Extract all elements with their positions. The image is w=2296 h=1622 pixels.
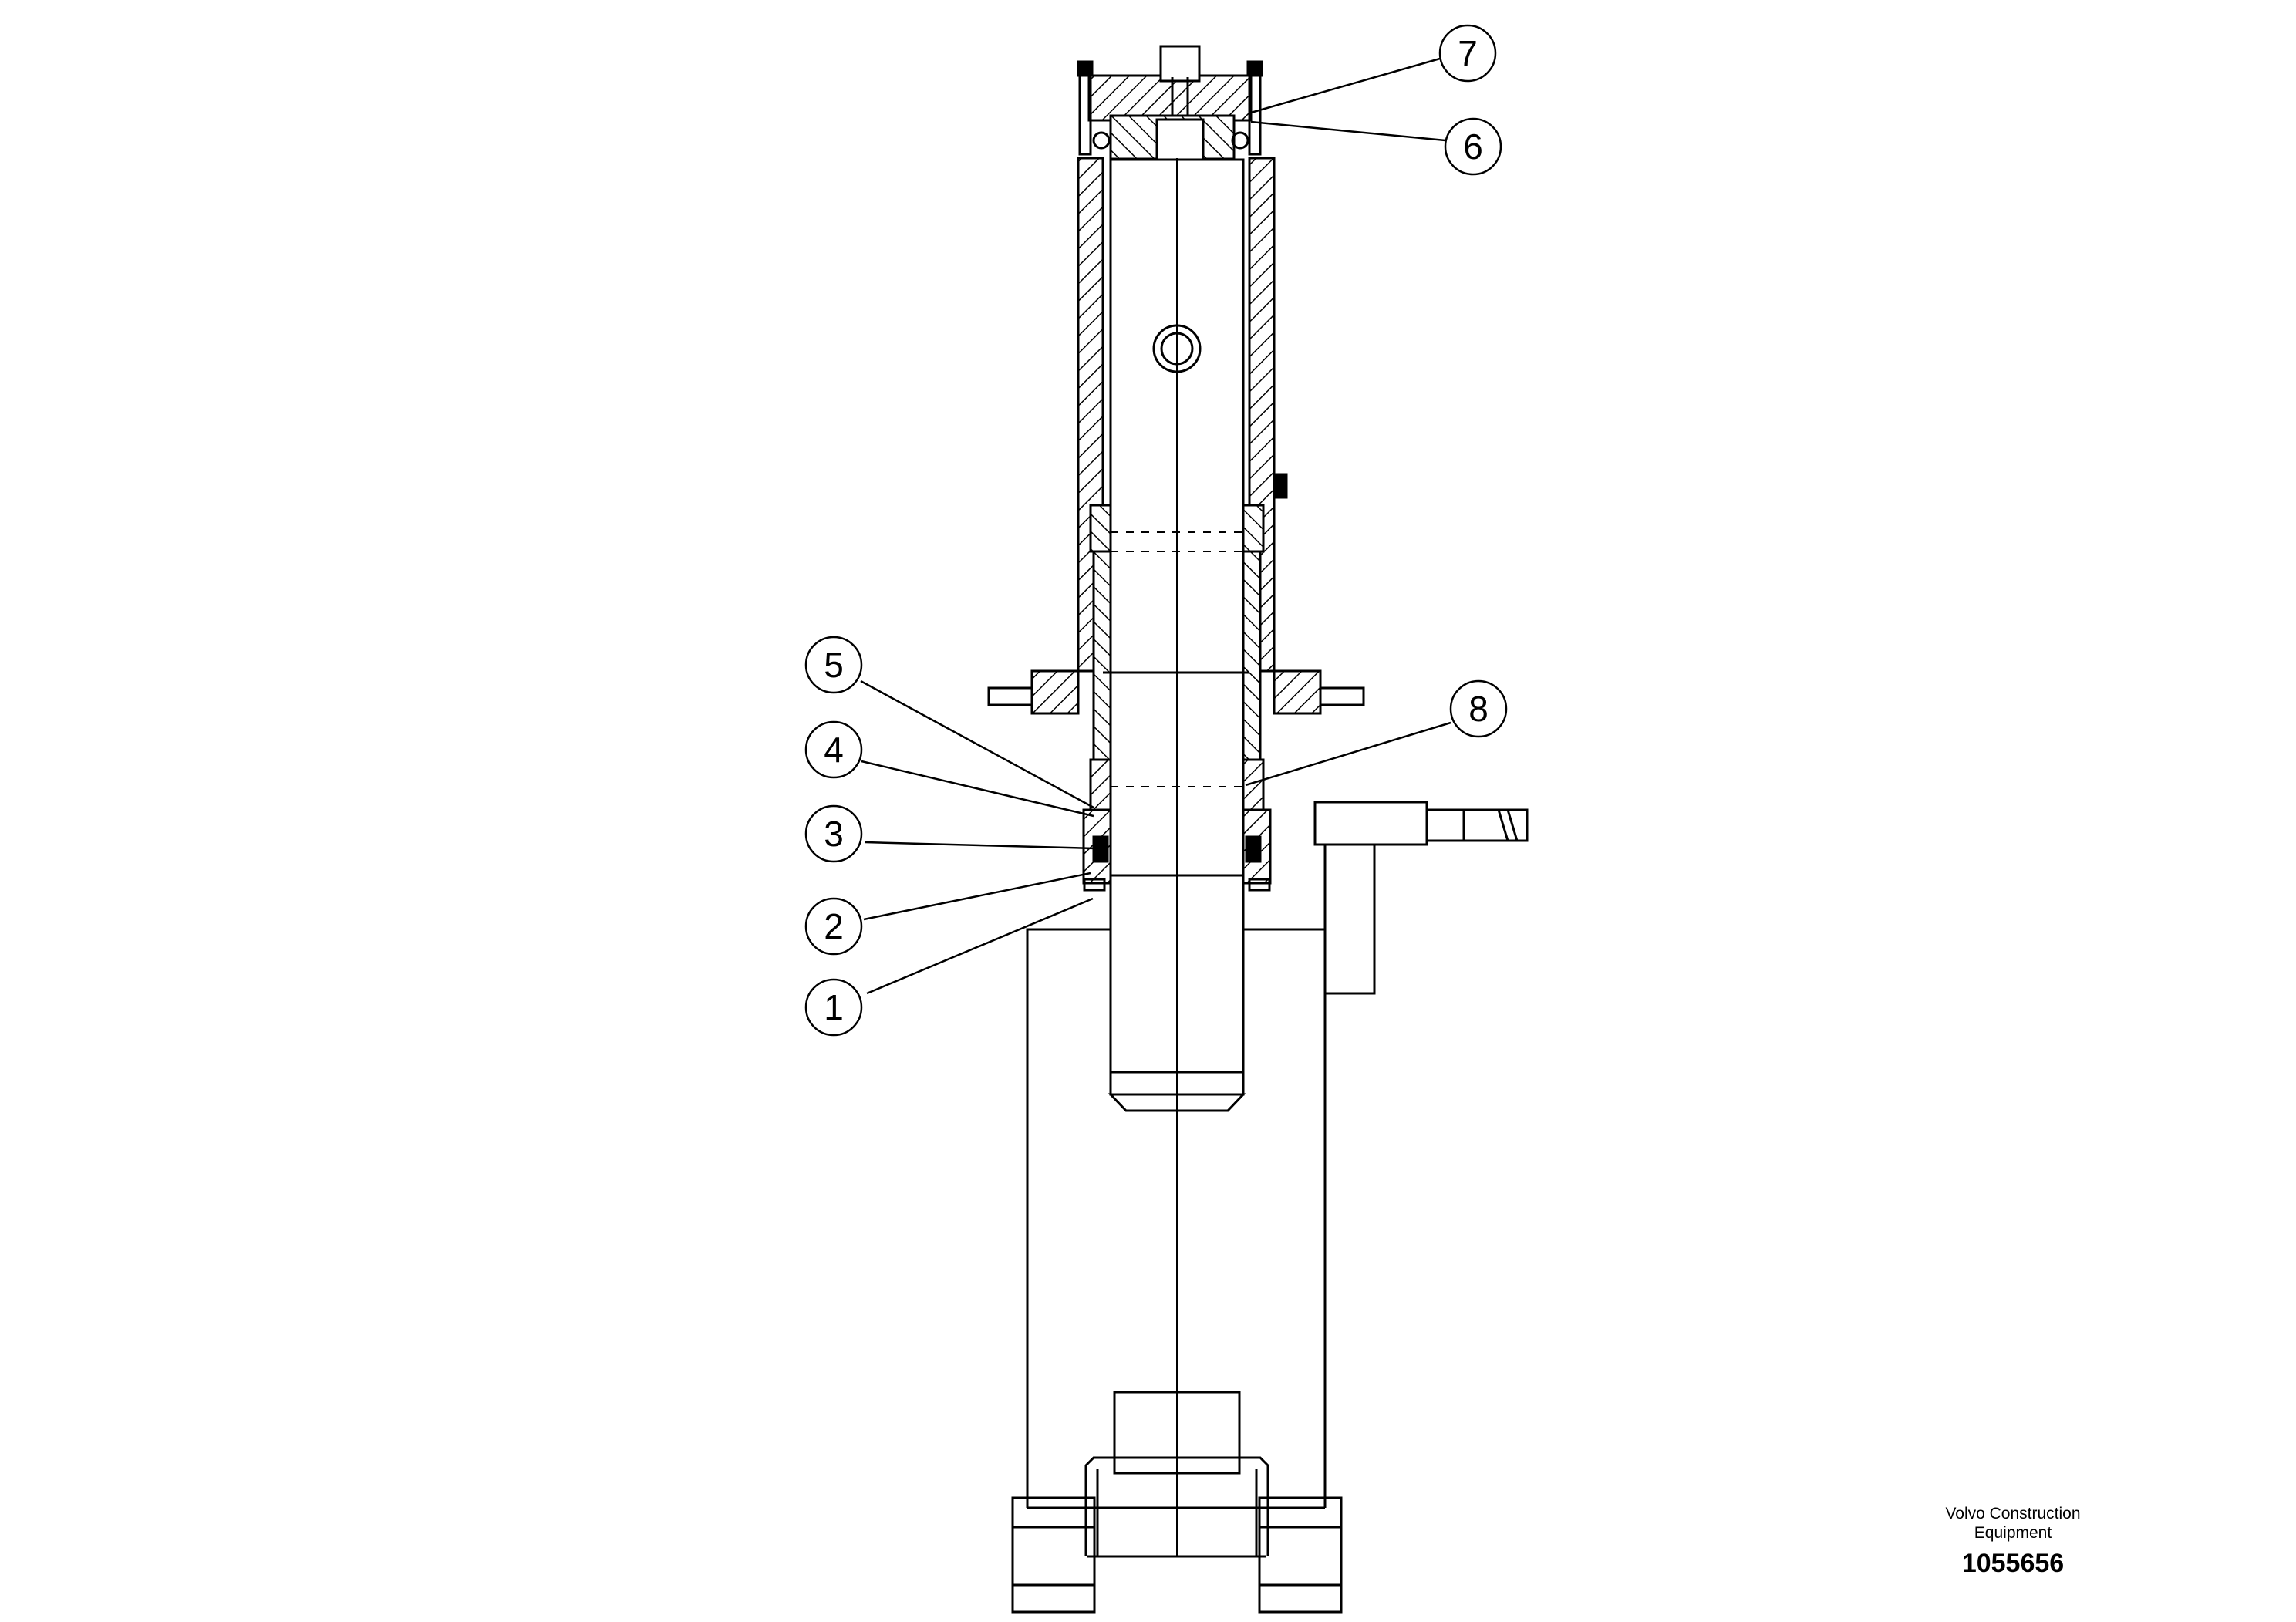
callout-4-label: 4	[824, 730, 844, 770]
company-name-line1: Volvo Construction	[1945, 1505, 2081, 1523]
mounting-flange	[987, 669, 1365, 715]
callout-8: 8	[1449, 679, 1508, 738]
company-name-line2: Equipment	[1974, 1524, 2052, 1542]
callout-4: 4	[804, 720, 863, 779]
top-cap	[1077, 45, 1263, 161]
guide-bushing	[1089, 504, 1265, 811]
leader-lines	[860, 57, 1451, 995]
callout-3-label: 3	[824, 814, 844, 854]
bottom-seal-pack	[1082, 808, 1272, 892]
side-bracket	[1313, 801, 1529, 995]
callout-1-label: 1	[824, 987, 844, 1027]
callout-3: 3	[804, 804, 863, 863]
company-name: Volvo Construction Equipment	[1905, 1504, 2121, 1543]
callout-5: 5	[804, 636, 863, 694]
callout-8-label: 8	[1468, 689, 1489, 729]
callout-6-label: 6	[1463, 126, 1483, 167]
callout-2-label: 2	[824, 906, 844, 946]
callout-1: 1	[804, 978, 863, 1037]
cylinder-assembly	[987, 45, 1529, 1614]
callout-6: 6	[1444, 117, 1502, 176]
document-number: 1055656	[1961, 1549, 2065, 1578]
callout-2: 2	[804, 897, 863, 956]
callout-5-label: 5	[824, 645, 844, 685]
callout-7: 7	[1438, 24, 1497, 83]
callout-7-label: 7	[1458, 33, 1478, 73]
